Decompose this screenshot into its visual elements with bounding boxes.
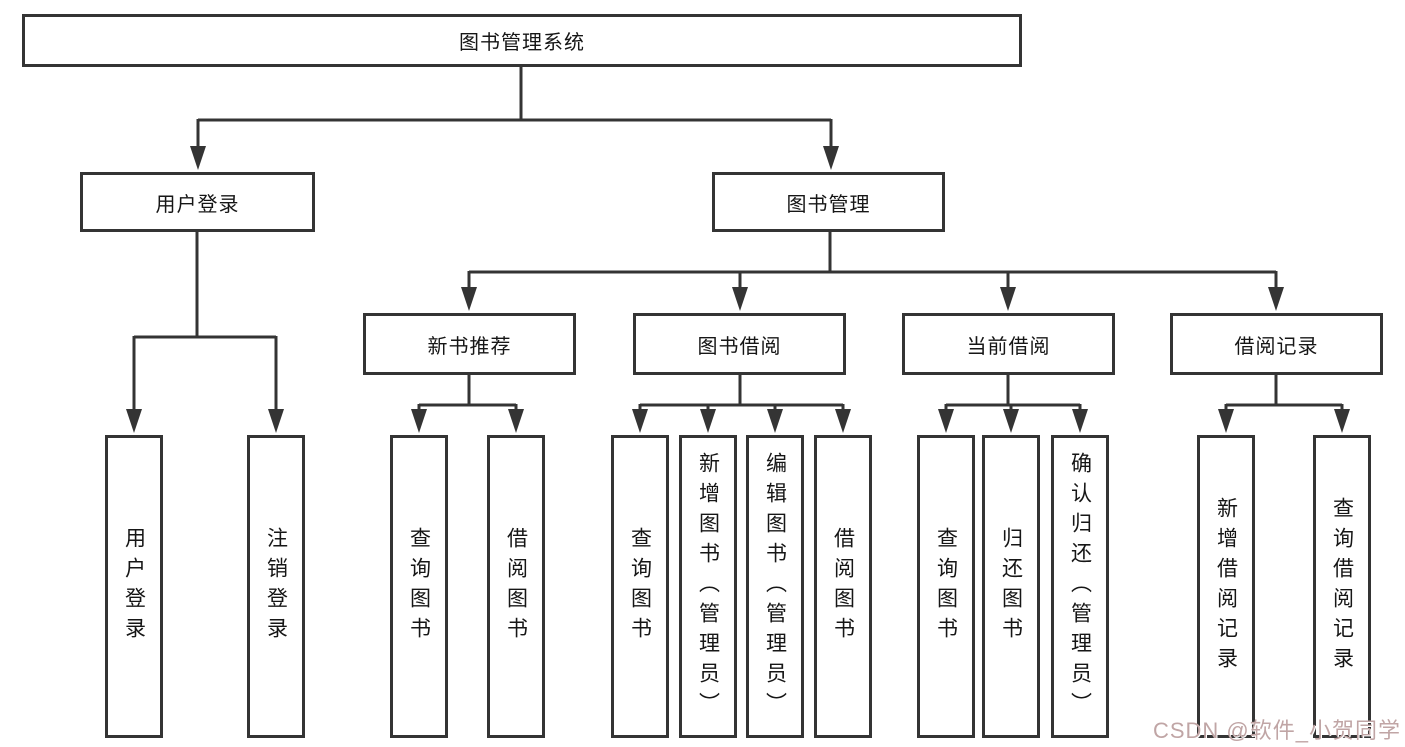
leaf-query-books-2: 查询图书 (611, 435, 669, 738)
leaf-user-login: 用户登录 (105, 435, 163, 738)
leaf-return-books: 归还图书 (982, 435, 1040, 738)
leaf-borrow-books-2: 借阅图书 (814, 435, 872, 738)
csdn-watermark: CSDN @软件_小贺同学 (1152, 718, 1401, 743)
node-book-management: 图书管理 (712, 172, 945, 232)
leaf-borrow-books-1: 借阅图书 (487, 435, 545, 738)
node-user-login: 用户登录 (80, 172, 315, 232)
leaf-query-borrow-record: 查询借阅记录 (1313, 435, 1371, 738)
leaf-confirm-return-admin: 确认归还（管理员） (1051, 435, 1109, 738)
node-root-system: 图书管理系统 (22, 14, 1022, 67)
leaf-logout: 注销登录 (247, 435, 305, 738)
leaf-query-books-1: 查询图书 (390, 435, 448, 738)
node-current-borrow: 当前借阅 (902, 313, 1115, 375)
leaf-query-books-3: 查询图书 (917, 435, 975, 738)
leaf-add-books-admin: 新增图书（管理员） (679, 435, 737, 738)
node-book-borrow: 图书借阅 (633, 313, 846, 375)
leaf-add-borrow-record: 新增借阅记录 (1197, 435, 1255, 738)
node-new-book-recommend: 新书推荐 (363, 313, 576, 375)
leaf-edit-books-admin: 编辑图书（管理员） (746, 435, 804, 738)
node-borrow-record: 借阅记录 (1170, 313, 1383, 375)
